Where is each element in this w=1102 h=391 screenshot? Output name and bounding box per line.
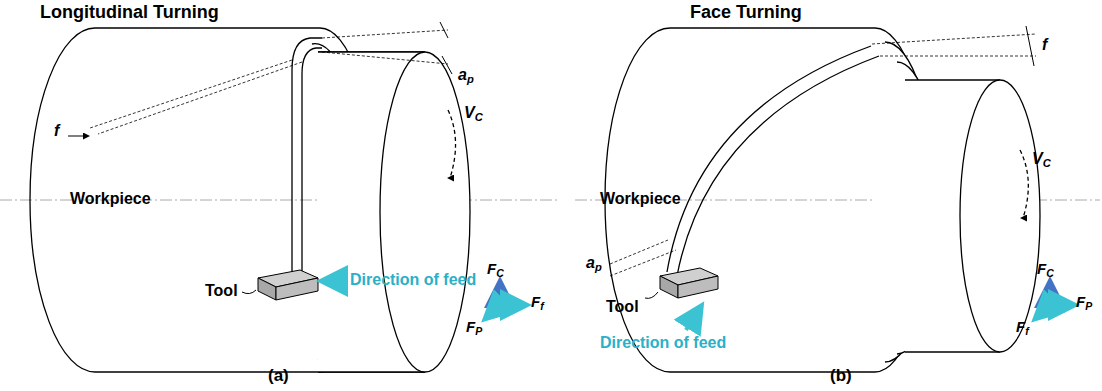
speed-label: VC bbox=[1032, 150, 1051, 170]
part-label: Workpiece bbox=[70, 190, 151, 208]
part-label: Tool bbox=[606, 298, 639, 316]
dimension-label: ap bbox=[458, 66, 474, 86]
vc-arrowhead bbox=[449, 178, 450, 179]
dimension-lines bbox=[90, 30, 448, 134]
feed-label: Direction of feed bbox=[600, 334, 726, 352]
force-arrow bbox=[1037, 305, 1050, 317]
panel-title: Longitudinal Turning bbox=[40, 2, 219, 23]
force-label: FP bbox=[1076, 293, 1092, 312]
tool-b bbox=[660, 268, 718, 298]
part-label: Workpiece bbox=[600, 190, 681, 208]
panel-letter: (a) bbox=[268, 366, 289, 386]
dimension-arrow bbox=[68, 136, 88, 137]
force-label: FP bbox=[466, 318, 482, 337]
workpiece-a bbox=[30, 28, 470, 372]
part-label: Tool bbox=[205, 282, 238, 300]
dimension-label: ap bbox=[586, 254, 602, 274]
dimension-tick bbox=[442, 56, 452, 74]
force-label: FC bbox=[1037, 260, 1054, 279]
dimension-tick bbox=[440, 22, 448, 38]
dimension-label: f bbox=[54, 122, 59, 140]
panel-title: Face Turning bbox=[690, 2, 802, 23]
vc-arrowhead bbox=[1022, 218, 1023, 219]
leader-line bbox=[242, 290, 256, 294]
dimension-tick bbox=[1026, 26, 1034, 66]
tool-a bbox=[258, 270, 318, 300]
feed-arrow bbox=[324, 279, 344, 283]
force-label: FC bbox=[487, 260, 504, 279]
force-arrow bbox=[1048, 284, 1052, 305]
dimension-lines bbox=[610, 34, 1036, 276]
force-arrow bbox=[487, 305, 500, 317]
force-arrow bbox=[498, 284, 502, 305]
leader-line bbox=[645, 292, 658, 298]
force-label: Ff bbox=[531, 293, 544, 312]
force-label: Ff bbox=[1016, 318, 1029, 337]
force-arrow bbox=[500, 303, 524, 307]
force-arrow bbox=[1050, 303, 1072, 307]
feed-arrow bbox=[686, 308, 700, 330]
panel-letter: (b) bbox=[830, 366, 852, 386]
dimension-label: f bbox=[1042, 36, 1047, 54]
speed-label: VC bbox=[464, 104, 483, 124]
feed-label: Direction of feed bbox=[350, 271, 476, 289]
